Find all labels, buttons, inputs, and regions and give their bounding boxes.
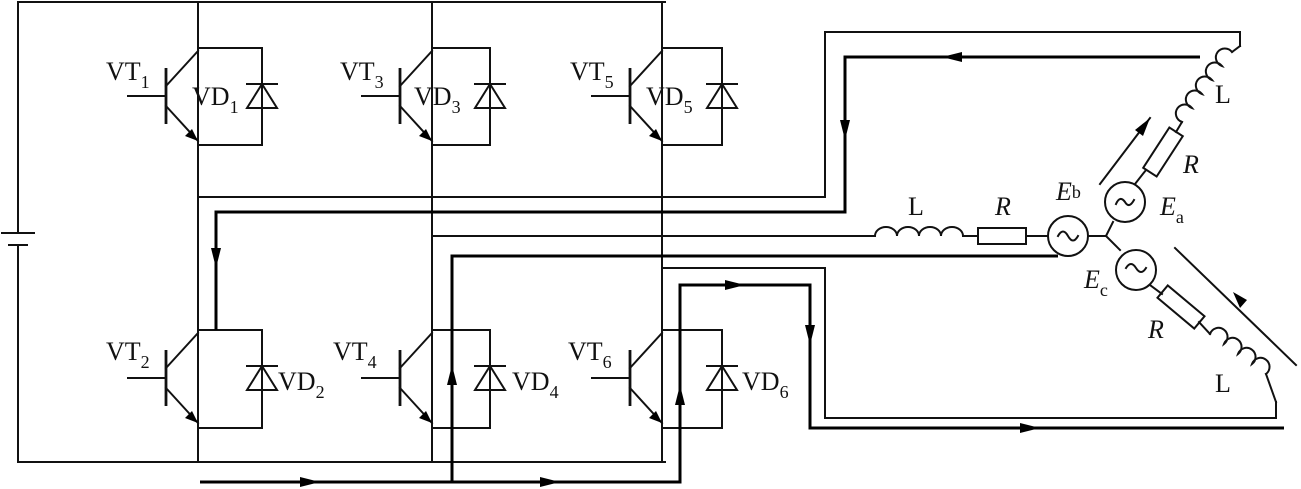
label-emf-c: Ec <box>1083 265 1108 300</box>
label-vd6: VD6 <box>742 367 789 402</box>
phase-wires <box>197 31 1277 419</box>
label-inductor-b: L <box>908 192 924 221</box>
load-phase-a <box>1104 44 1242 238</box>
transistor-vt4 <box>360 331 434 425</box>
diode-vd6 <box>706 332 738 424</box>
label-vd4: VD4 <box>512 367 559 402</box>
label-vt4: VT4 <box>333 337 377 372</box>
label-vt5: VT5 <box>570 57 614 92</box>
label-inductor-a: L <box>1215 80 1231 109</box>
diode-vd5 <box>706 50 738 142</box>
label-resistor-c: R <box>1147 315 1164 344</box>
label-vt6: VT6 <box>568 337 612 372</box>
label-vt3: VT3 <box>340 57 384 92</box>
diode-vd1 <box>246 50 278 142</box>
label-vd1: VD1 <box>192 82 239 117</box>
label-emf-b: Eb <box>1055 177 1081 206</box>
diode-vd4 <box>474 332 506 424</box>
diode-vd2 <box>246 332 278 424</box>
label-vd3: VD3 <box>414 82 461 117</box>
load-phase-c <box>1104 234 1278 404</box>
label-inductor-c: L <box>1215 369 1231 398</box>
label-vd2: VD2 <box>278 367 325 402</box>
label-vd5: VD5 <box>646 82 693 117</box>
load-phase-b <box>873 215 1107 257</box>
diode-vd3 <box>474 50 506 142</box>
current-path <box>200 52 1298 487</box>
bridge-legs <box>197 1 663 463</box>
label-emf-a: Ea <box>1159 192 1184 227</box>
label-resistor-a: R <box>1182 150 1199 179</box>
label-vt2: VT2 <box>106 337 150 372</box>
dc-source <box>1 1 666 463</box>
label-resistor-b: R <box>994 192 1011 221</box>
label-vt1: VT1 <box>106 57 150 92</box>
